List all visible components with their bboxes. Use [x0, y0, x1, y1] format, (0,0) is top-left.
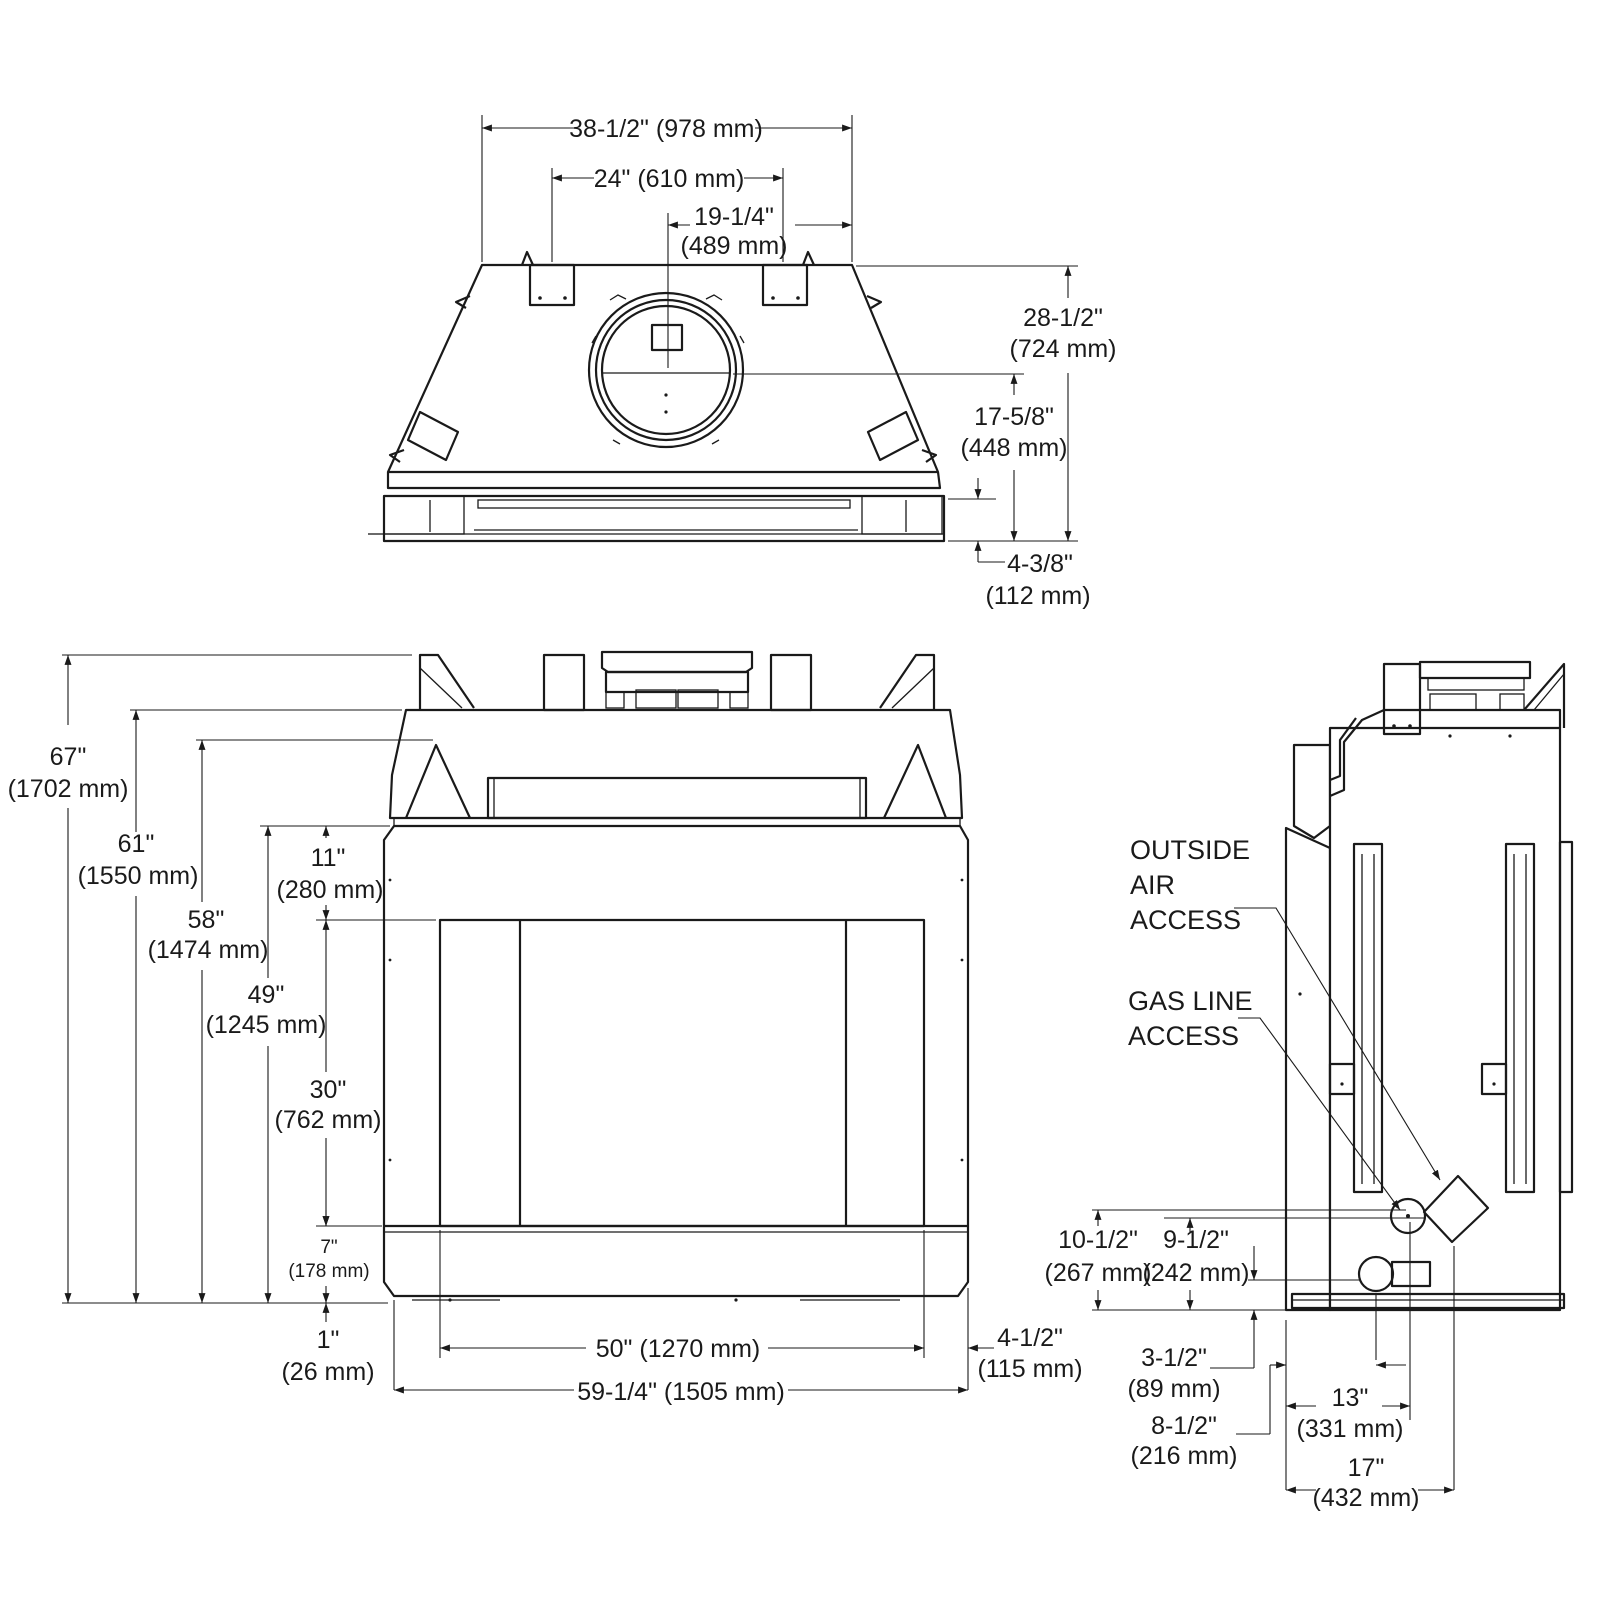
- outside-air-access-label-3: ACCESS: [1130, 905, 1241, 935]
- top-vent-offset-in: 19-1/4": [694, 203, 774, 231]
- top-front-depth-in: 4-3/8": [1007, 550, 1073, 578]
- front-height-top-mm: (1550 mm): [78, 862, 199, 890]
- side-air-depth-in: 17": [1348, 1454, 1385, 1482]
- front-base-height-in: 1": [317, 1326, 340, 1354]
- front-total-width: 59-1/4" (1505 mm): [577, 1378, 785, 1406]
- front-top-margin-in: 11": [311, 844, 346, 872]
- front-height-upper-in: 58": [188, 906, 225, 934]
- side-air-height-mm: (267 mm): [1045, 1259, 1152, 1287]
- top-depth-total-in: 28-1/2": [1023, 304, 1103, 332]
- side-gas-height-mm: (242 mm): [1143, 1259, 1250, 1287]
- side-gas-depth-mm: (331 mm): [1297, 1415, 1404, 1443]
- front-height-total-mm: (1702 mm): [8, 775, 129, 803]
- side-gas-low-in: 3-1/2": [1141, 1344, 1207, 1372]
- side-gas-height-in: 9-1/2": [1163, 1226, 1229, 1254]
- top-width-bracket: 24" (610 mm): [594, 165, 745, 193]
- top-width-total: 38-1/2" (978 mm): [569, 115, 763, 143]
- front-opening-height-in: 30": [310, 1076, 347, 1104]
- top-vent-depth-in: 17-5/8": [974, 403, 1054, 431]
- side-air-depth-mm: (432 mm): [1313, 1484, 1420, 1512]
- top-vent-offset-mm: (489 mm): [681, 232, 788, 260]
- front-height-frame-in: 49": [248, 981, 285, 1009]
- front-base-height-mm: (26 mm): [281, 1358, 374, 1386]
- front-opening-width: 50" (1270 mm): [596, 1335, 761, 1363]
- front-height-top-in: 61": [118, 830, 155, 858]
- side-gas-offset-in: 8-1/2": [1151, 1412, 1217, 1440]
- front-opening-height-mm: (762 mm): [275, 1106, 382, 1134]
- front-bottom-margin-in: 7": [320, 1237, 337, 1258]
- front-height-total-in: 67": [50, 743, 87, 771]
- side-gas-offset-mm: (216 mm): [1131, 1442, 1238, 1470]
- outside-air-access-label-2: AIR: [1130, 870, 1175, 900]
- front-view: 67" (1702 mm) 61" (1550 mm) 58" (1474 mm…: [8, 650, 1083, 1406]
- top-front-depth-mm: (112 mm): [985, 582, 1090, 610]
- front-height-upper-mm: (1474 mm): [148, 936, 269, 964]
- gas-line-access-label-1: GAS LINE: [1128, 986, 1253, 1016]
- top-view: 38-1/2" (978 mm) 24" (610 mm) 19-1/4" (4…: [368, 115, 1116, 610]
- front-side-margin-mm: (115 mm): [977, 1355, 1082, 1383]
- outside-air-access-label-1: OUTSIDE: [1130, 835, 1250, 865]
- gas-line-access-label-2: ACCESS: [1128, 1021, 1239, 1051]
- side-gas-depth-in: 13": [1332, 1384, 1369, 1412]
- top-vent-depth-mm: (448 mm): [961, 434, 1068, 462]
- front-top-margin-mm: (280 mm): [277, 876, 384, 904]
- front-side-margin-in: 4-1/2": [997, 1324, 1063, 1352]
- side-view: OUTSIDE AIR ACCESS GAS LINE ACCESS 10-1/…: [1045, 660, 1574, 1512]
- top-depth-total-mm: (724 mm): [1010, 335, 1117, 363]
- side-air-height-in: 10-1/2": [1058, 1226, 1138, 1254]
- front-bottom-margin-mm: (178 mm): [288, 1261, 369, 1282]
- side-gas-low-mm: (89 mm): [1127, 1375, 1220, 1403]
- front-height-frame-mm: (1245 mm): [206, 1011, 327, 1039]
